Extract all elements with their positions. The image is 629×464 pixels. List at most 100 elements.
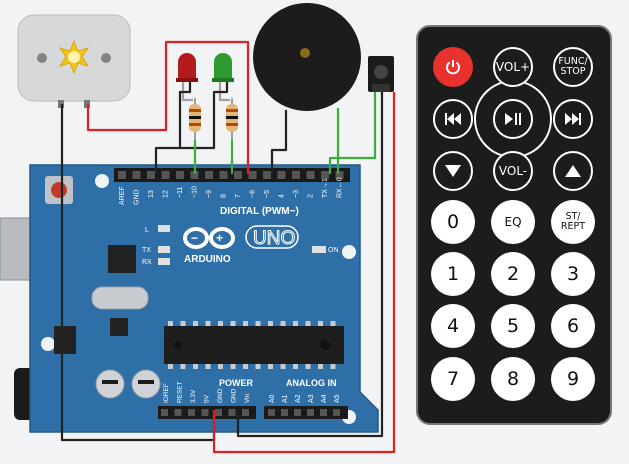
digital-pin-label: TX→1 bbox=[322, 178, 329, 198]
power-pin-hole[interactable] bbox=[174, 409, 182, 416]
wire-led-red-leg[interactable] bbox=[181, 82, 193, 102]
remote-button-8[interactable]: 8 bbox=[491, 357, 535, 401]
mcu-pin bbox=[268, 321, 273, 326]
wire-led-gnd-2[interactable] bbox=[180, 82, 229, 150]
digital-pin-hole[interactable] bbox=[306, 171, 315, 179]
wire-ir-signal[interactable] bbox=[328, 92, 377, 174]
mcu-pin bbox=[218, 321, 223, 326]
remote-button-2[interactable]: 2 bbox=[491, 252, 535, 296]
remote-button-label: 9 bbox=[566, 368, 580, 390]
remote-button-0[interactable]: 0 bbox=[431, 200, 475, 244]
digital-pin-hole[interactable] bbox=[132, 171, 141, 179]
crystal bbox=[91, 286, 149, 310]
mcu-pin bbox=[168, 321, 173, 326]
digital-pin-label: ~11 bbox=[177, 187, 184, 198]
mount-hole bbox=[95, 174, 109, 188]
usb-chip bbox=[108, 245, 136, 273]
ir-lens bbox=[374, 65, 388, 79]
digital-pin-hole[interactable] bbox=[147, 171, 155, 179]
digital-pin-label: GND bbox=[134, 189, 141, 205]
analog-pin-hole[interactable] bbox=[268, 409, 275, 416]
analog-pin-label: A3 bbox=[308, 394, 315, 403]
mcu-pin bbox=[305, 364, 311, 369]
remote-button-4[interactable]: 4 bbox=[431, 304, 475, 348]
model-label: UNO bbox=[253, 228, 295, 249]
motor-screw bbox=[37, 53, 47, 63]
mcu-pin bbox=[205, 321, 211, 326]
digital-pin-label: 13 bbox=[148, 190, 155, 198]
remote-button-6[interactable]: 6 bbox=[551, 304, 595, 348]
analog-pin-label: A0 bbox=[269, 394, 276, 403]
digital-pin-hole[interactable] bbox=[118, 171, 126, 179]
mcu-pin bbox=[318, 364, 323, 369]
remote-button-1[interactable]: 1 bbox=[431, 252, 475, 296]
digital-pin-hole[interactable] bbox=[176, 171, 184, 179]
digital-pin-hole[interactable] bbox=[234, 171, 242, 179]
digital-pin-hole[interactable] bbox=[205, 171, 213, 179]
power-pin-hole[interactable] bbox=[161, 409, 168, 416]
remote-button-prev[interactable] bbox=[433, 99, 473, 139]
digital-pin-hole[interactable] bbox=[248, 171, 257, 179]
digital-pin-hole[interactable] bbox=[190, 171, 199, 179]
digital-pin-hole[interactable] bbox=[335, 171, 344, 179]
digital-pin-hole[interactable] bbox=[277, 171, 286, 179]
remote-button-func-stop[interactable]: FUNC/STOP bbox=[553, 47, 593, 87]
mcu-pin bbox=[168, 364, 173, 369]
remote-button-up[interactable] bbox=[553, 151, 593, 191]
analog-pin-hole[interactable] bbox=[294, 409, 301, 416]
remote-button-eq[interactable]: EQ bbox=[491, 200, 535, 244]
power-pin-hole[interactable] bbox=[188, 409, 195, 416]
power-pin-hole[interactable] bbox=[215, 409, 222, 416]
digital-pin-hole[interactable] bbox=[161, 171, 170, 179]
remote-button-next[interactable] bbox=[553, 99, 593, 139]
arduino-logo-icon bbox=[183, 227, 235, 249]
wire-ir-vcc[interactable] bbox=[212, 92, 396, 454]
remote-button-3[interactable]: 3 bbox=[551, 252, 595, 296]
wire-buzzer-pin[interactable] bbox=[270, 110, 288, 174]
power-pin-hole[interactable] bbox=[201, 409, 209, 416]
remote-button-label: 4 bbox=[446, 315, 460, 337]
digital-pin-hole[interactable] bbox=[219, 171, 228, 179]
digital-pin-hole[interactable] bbox=[321, 171, 329, 179]
analog-pin-hole[interactable] bbox=[307, 409, 314, 416]
digital-pin-label: RX←0 bbox=[337, 177, 344, 198]
remote-button-7[interactable]: 7 bbox=[431, 357, 475, 401]
remote-button-power[interactable] bbox=[433, 47, 473, 87]
mcu-pin bbox=[268, 364, 273, 369]
led-on bbox=[312, 246, 326, 253]
digital-pin-hole[interactable] bbox=[263, 171, 271, 179]
remote-button-play-pause[interactable] bbox=[493, 99, 533, 139]
led-red[interactable] bbox=[176, 53, 198, 82]
remote-button-st-rept[interactable]: ST/REPT bbox=[551, 200, 595, 244]
remote-button-vol-down[interactable]: VOL- bbox=[493, 151, 533, 191]
mcu-pin bbox=[180, 364, 186, 369]
remote-button-label: VOL+ bbox=[495, 59, 531, 74]
regulator bbox=[54, 326, 76, 354]
power-pin-label: GND bbox=[217, 388, 224, 403]
power-pin-hole[interactable] bbox=[228, 409, 236, 416]
led-green[interactable] bbox=[212, 53, 234, 82]
analog-pin-hole[interactable] bbox=[320, 409, 327, 416]
digital-pin-label: AREF bbox=[119, 186, 126, 205]
wire-led-green-leg[interactable] bbox=[218, 82, 230, 102]
wire-motor-red[interactable] bbox=[86, 40, 250, 174]
logo-plus: + bbox=[216, 231, 223, 245]
digital-pin-label: ~6 bbox=[250, 190, 257, 198]
analog-pin-hole[interactable] bbox=[281, 409, 288, 416]
analog-pin-label: A5 bbox=[334, 394, 341, 403]
wire-led-gnd[interactable] bbox=[154, 82, 192, 174]
capacitor-mark bbox=[102, 380, 118, 384]
motor-shaft-icon bbox=[58, 39, 90, 75]
remote-button-label: 1 bbox=[446, 263, 460, 285]
wire-ir-gnd[interactable] bbox=[236, 92, 384, 438]
remote-button-5[interactable]: 5 bbox=[491, 304, 535, 348]
remote-button-9[interactable]: 9 bbox=[551, 357, 595, 401]
resistor bbox=[226, 98, 238, 140]
remote-button-down[interactable] bbox=[433, 151, 473, 191]
analog-pin-hole[interactable] bbox=[333, 409, 340, 416]
digital-pin-hole[interactable] bbox=[292, 171, 300, 179]
remote-button-vol-up[interactable]: VOL+ bbox=[493, 47, 533, 87]
power-pin-hole[interactable] bbox=[242, 409, 249, 416]
arduino-board[interactable] bbox=[29, 164, 379, 433]
